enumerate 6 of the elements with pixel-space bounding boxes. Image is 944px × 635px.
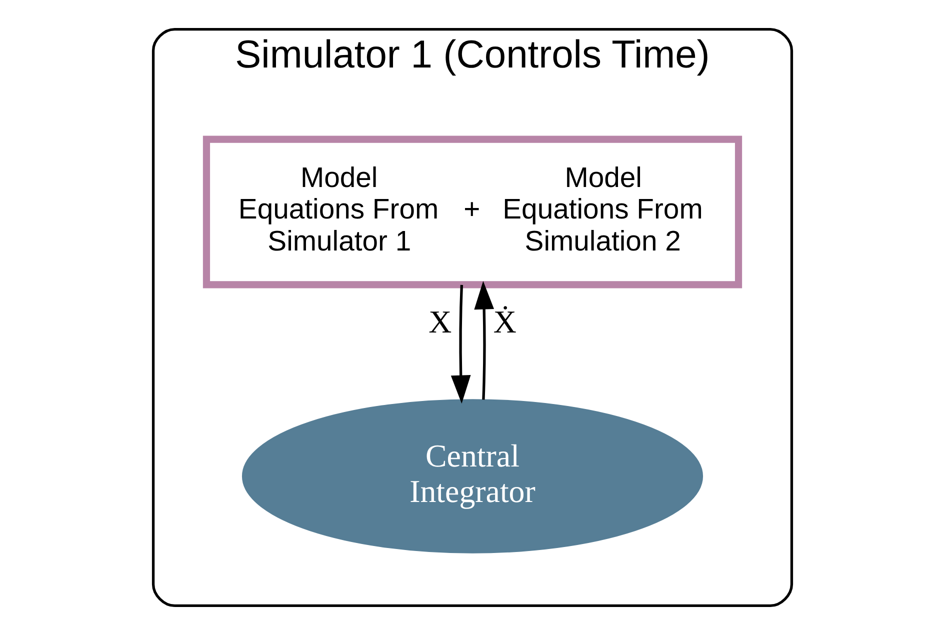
node-box: Model Equations From Simulator 1 + Model Equations From Simulation 2 <box>202 136 742 288</box>
arrow <box>450 284 470 404</box>
arrow <box>474 280 494 400</box>
edge-label: X <box>428 304 452 340</box>
edge-label: Ẋ <box>492 304 516 340</box>
node-ellipse: Central Integrator <box>241 399 703 554</box>
